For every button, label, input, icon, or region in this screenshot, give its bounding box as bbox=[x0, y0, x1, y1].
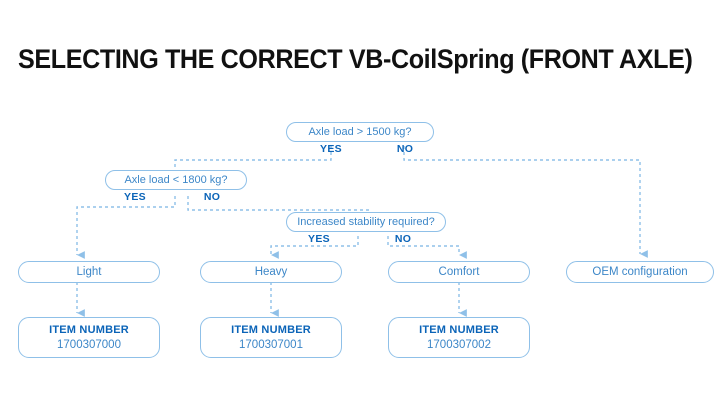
item-number-card-comfort[interactable]: ITEM NUMBER 1700307002 bbox=[388, 317, 530, 358]
wire-d2-yes bbox=[76, 196, 176, 259]
page-title: SELECTING THE CORRECT VB-CoilSpring (FRO… bbox=[18, 44, 693, 74]
item-number-value: 1700307001 bbox=[239, 339, 303, 351]
branch-label-d3-no: NO bbox=[394, 233, 412, 245]
branch-label-d3-yes: YES bbox=[308, 233, 330, 245]
result-node-heavy[interactable]: Heavy bbox=[200, 261, 342, 283]
wire-d1-yes bbox=[174, 146, 332, 170]
wire-d2-no bbox=[187, 196, 371, 212]
result-label: Light bbox=[76, 266, 102, 278]
wire-d3-no bbox=[387, 236, 467, 259]
item-number-heading: ITEM NUMBER bbox=[231, 324, 311, 336]
item-number-card-light[interactable]: ITEM NUMBER 1700307000 bbox=[18, 317, 160, 358]
branch-label-d2-no: NO bbox=[203, 191, 221, 203]
item-number-value: 1700307002 bbox=[427, 339, 491, 351]
decision-label: Axle load < 1800 kg? bbox=[124, 174, 228, 186]
result-node-oem-configuration[interactable]: OEM configuration bbox=[566, 261, 714, 283]
result-label: Heavy bbox=[254, 266, 288, 278]
item-number-heading: ITEM NUMBER bbox=[419, 324, 499, 336]
item-number-heading: ITEM NUMBER bbox=[49, 324, 129, 336]
result-label: OEM configuration bbox=[592, 266, 688, 278]
decision-node-axle-load-1500[interactable]: Axle load > 1500 kg? bbox=[286, 122, 434, 142]
item-number-value: 1700307000 bbox=[57, 339, 121, 351]
wire-d1-no bbox=[403, 146, 648, 258]
result-node-comfort[interactable]: Comfort bbox=[388, 261, 530, 283]
result-label: Comfort bbox=[438, 266, 480, 278]
decision-label: Axle load > 1500 kg? bbox=[308, 126, 412, 138]
branch-label-d1-no: NO bbox=[396, 143, 414, 155]
branch-label-d2-yes: YES bbox=[124, 191, 146, 203]
branch-label-d1-yes: YES bbox=[320, 143, 342, 155]
result-node-light[interactable]: Light bbox=[18, 261, 160, 283]
decision-label: Increased stability required? bbox=[297, 216, 435, 228]
decision-node-axle-load-1800[interactable]: Axle load < 1800 kg? bbox=[105, 170, 247, 190]
decision-node-increased-stability[interactable]: Increased stability required? bbox=[286, 212, 446, 232]
item-number-card-heavy[interactable]: ITEM NUMBER 1700307001 bbox=[200, 317, 342, 358]
